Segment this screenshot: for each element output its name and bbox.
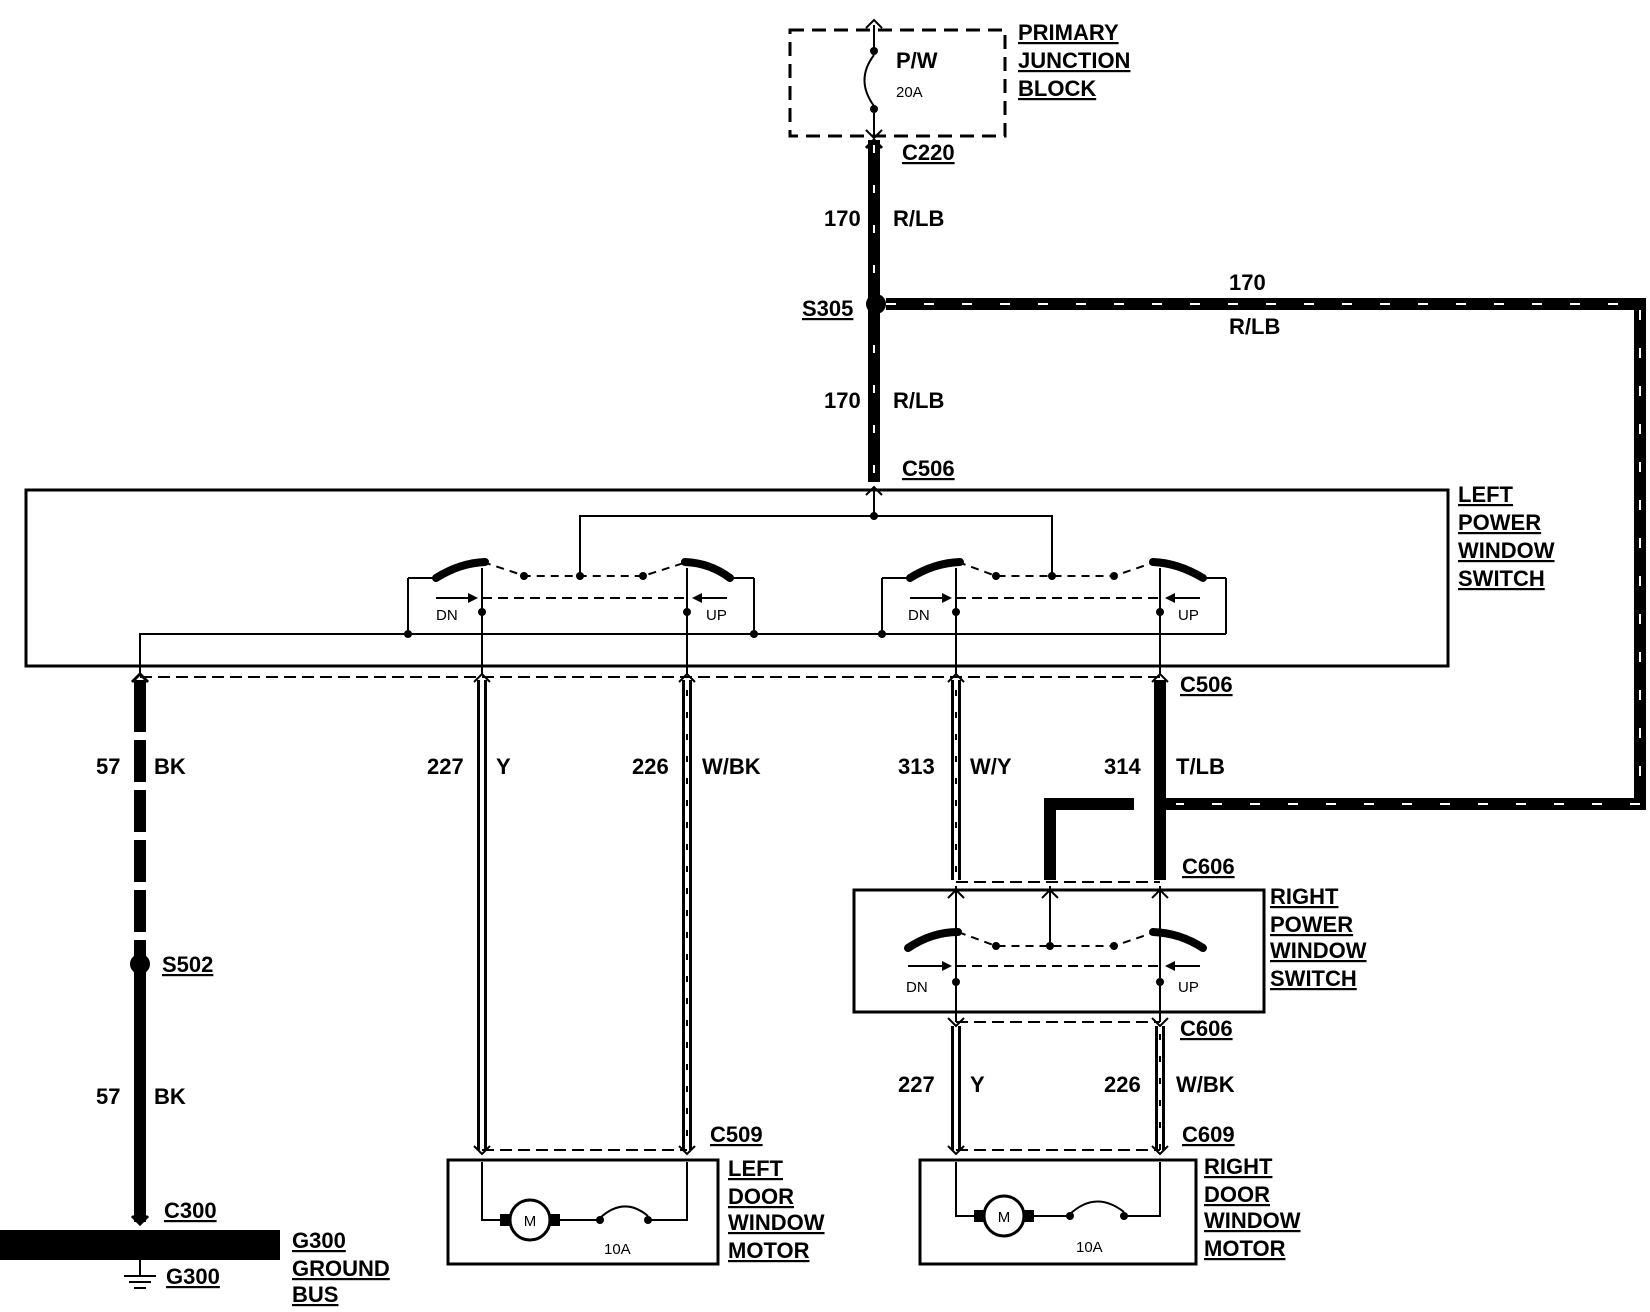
right-switch-wires [951,680,1166,880]
left-switch-up-label-2: UP [1178,607,1199,624]
wire-170-upper-circuit: 170 [824,206,861,231]
wire-170-right-color: R/LB [1229,314,1280,339]
wire-226-left-circuit: 226 [632,754,669,779]
connector-c606-bottom: C606 [1180,1016,1233,1041]
connector-c300: C300 [164,1198,217,1223]
left-switch-label-line-2: POWER [1458,510,1541,535]
left-switch-dn-label-2: DN [908,607,930,624]
wire-227-left-circuit: 227 [427,754,464,779]
left-motor-breaker-rating: 10A [604,1241,631,1258]
right-switch-label-line-2: POWER [1270,912,1353,937]
wire-313-color: W/Y [970,754,1012,779]
ground-bus-label-line-1: G300 [292,1228,346,1253]
right-switch-label-line-1: RIGHT [1270,884,1339,909]
s502-splice-icon [130,954,150,974]
connector-c506-bottom: C506 [1180,672,1233,697]
connector-c606-top: C606 [1182,854,1235,879]
left-switch-label-line-1: LEFT [1458,482,1514,507]
ground-wire-57 [130,671,150,1222]
right-switch-dn-label: DN [906,979,928,996]
right-motor-label-line-3: WINDOW [1204,1208,1301,1233]
connector-pins [130,672,1169,1227]
switch-lever-icon [681,558,734,582]
left-motor-label-line-2: DOOR [728,1184,794,1209]
circuit-breaker-icon [1066,1200,1128,1220]
left-motor-symbol: M [524,1213,537,1230]
ground-bus-label-line-2: GROUND [292,1256,390,1281]
switch-lever-icon [1149,558,1207,582]
right-motor-symbol: M [998,1209,1011,1226]
wire-57-lower-color: BK [154,1084,186,1109]
left-power-window-switch: DN UP DN UP [24,485,1450,674]
junction-block-label-line-3: BLOCK [1018,76,1096,101]
right-motor-wires [951,1026,1165,1150]
switch-lever-icon [906,558,964,582]
fuse-icon [863,18,883,140]
wire-170-lower-circuit: 170 [824,388,861,413]
wire-57-lower-circuit: 57 [96,1084,120,1109]
junction-block-label-line-1: PRIMARY [1018,20,1119,45]
left-motor-label-line-3: WINDOW [728,1210,825,1235]
left-switch-driver-pair: DN UP [407,558,755,674]
wire-226-left-color: W/BK [702,754,761,779]
wire-313-circuit: 313 [898,754,935,779]
left-motor-label-line-1: LEFT [728,1156,784,1181]
wire-314-color: T/LB [1176,754,1225,779]
right-motor-label-line-4: MOTOR [1204,1236,1286,1261]
right-motor-breaker-rating: 10A [1076,1239,1103,1256]
right-switch-label-line-3: WINDOW [1270,938,1367,963]
switch-lever-icon [1149,928,1207,952]
left-motor-wires [477,680,692,1150]
left-switch-label-line-3: WINDOW [1458,538,1555,563]
right-switch-label-line-4: SWITCH [1270,966,1357,991]
splice-s502: S502 [162,952,213,977]
connector-c609: C609 [1182,1122,1235,1147]
wire-227-left-color: Y [496,754,511,779]
right-door-window-motor: M 10A [918,1158,1198,1266]
switch-lever-icon [432,558,489,582]
wire-226-right-color: W/BK [1176,1072,1235,1097]
right-motor-label-line-1: RIGHT [1204,1154,1273,1179]
left-switch-up-label: UP [706,607,727,624]
s305-splice-icon [866,294,886,314]
ground-icon [124,1275,156,1289]
left-switch-label-line-4: SWITCH [1458,566,1545,591]
wire-314-circuit: 314 [1104,754,1141,779]
fuse-name: P/W [896,48,938,73]
splice-s305: S305 [802,296,853,321]
wire-170-upper-color: R/LB [893,206,944,231]
ground-bus [0,1230,280,1289]
right-power-window-switch: DN UP [852,886,1266,1022]
left-motor-label-line-4: MOTOR [728,1238,810,1263]
wire-57-upper-color: BK [154,754,186,779]
connector-c509: C509 [710,1122,763,1147]
fuse-rating: 20A [896,84,923,101]
wire-226-right-circuit: 226 [1104,1072,1141,1097]
connector-c220: C220 [902,140,955,165]
ground-bus-label-line-3: BUS [292,1282,338,1307]
left-switch-passenger-pair: DN UP [881,558,1227,674]
wire-170-right-circuit: 170 [1229,270,1266,295]
wire-227-right-circuit: 227 [898,1072,935,1097]
wire-57-upper-circuit: 57 [96,754,120,779]
left-switch-dn-label: DN [436,607,458,624]
circuit-breaker-icon [596,1205,652,1224]
wire-227-right-color: Y [970,1072,985,1097]
switch-lever-icon [904,928,962,952]
left-door-window-motor: M 10A [446,1158,720,1266]
primary-junction-block: P/W 20A PRIMARY JUNCTION BLOCK [788,18,1130,140]
wire-170-lower-color: R/LB [893,388,944,413]
junction-block-label-line-2: JUNCTION [1018,48,1130,73]
right-motor-label-line-2: DOOR [1204,1182,1270,1207]
ground-g300-label: G300 [166,1264,220,1289]
connector-c506-top: C506 [902,456,955,481]
right-switch-up-label: UP [1178,979,1199,996]
